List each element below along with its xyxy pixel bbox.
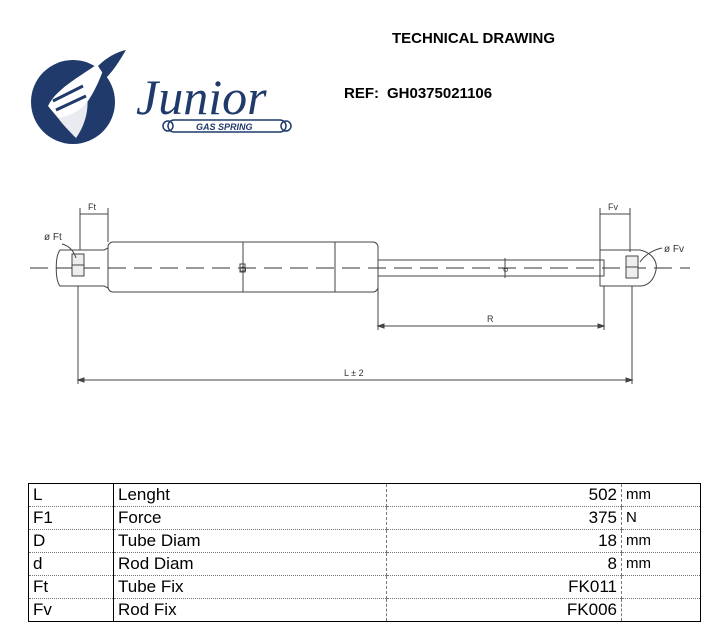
spec-unit: mm [621,529,701,553]
spec-value: 8 [386,552,622,576]
spec-label: Force [113,506,387,530]
phi-ft-label: ø Ft [44,232,62,243]
tagline-bar: GAS SPRING [162,119,292,133]
spec-value: 375 [386,506,622,530]
brand-name: Junior [136,69,267,125]
length-label: L ± 2 [344,368,364,378]
table-row: d Rod Diam 8 mm [28,552,701,576]
spec-unit: mm [621,552,701,576]
spec-value: FK006 [386,598,622,622]
table-row: D Tube Diam 18 mm [28,529,701,553]
rod-length-dimension [376,276,606,330]
spec-value: FK011 [386,575,622,599]
spec-unit: mm [621,483,701,507]
table-row: Fv Rod Fix FK006 [28,598,701,622]
ref-code: GH0375021106 [387,85,493,102]
spec-label: Tube Fix [113,575,387,599]
spec-code: d [28,552,114,576]
spec-code: D [28,529,114,553]
spec-label: Rod Diam [113,552,387,576]
rod-length-label: R [487,314,494,324]
spec-label: Lenght [113,483,387,507]
junior-gas-spring-logo: Junior GAS SPRING [31,50,292,144]
spec-value: 18 [386,529,622,553]
rod-diam-label: d [501,268,510,272]
page-title: TECHNICAL DRAWING [392,30,556,47]
reference: REF: GH0375021106 [344,85,492,102]
table-row: F1 Force 375 N [28,506,701,530]
table-row: Ft Tube Fix FK011 [28,575,701,599]
spec-unit [621,575,701,599]
specs-table: L Lenght 502 mm F1 Force 375 N D Tube Di… [28,483,701,622]
spec-label: Tube Diam [113,529,387,553]
rod [377,258,605,278]
ref-label: REF: [344,85,379,102]
spec-unit: N [621,506,701,530]
brand-tagline: GAS SPRING [196,122,253,132]
spec-code: L [28,483,114,507]
fv-label: Fv [608,202,618,212]
phi-fv-label: ø Fv [664,244,684,255]
spec-code: F1 [28,506,114,530]
spec-code: Ft [28,575,114,599]
gas-spring-drawing: Ft Fv ø Ft ø Fv D d R L ± 2 [30,202,690,384]
spec-unit [621,598,701,622]
spec-code: Fv [28,598,114,622]
length-dimension [76,286,634,384]
phi-ft-leader [61,243,77,259]
phi-fv-leader [639,247,663,263]
spec-value: 502 [386,483,622,507]
fv-dimension [599,208,631,252]
ft-dimension [79,208,109,250]
rod-fix-fitting [599,249,657,287]
eagle-wing-emblem-icon [31,50,126,144]
tube-diam-label: D [239,266,248,272]
ft-label: Ft [88,202,96,212]
spec-label: Rod Fix [113,598,387,622]
table-row: L Lenght 502 mm [28,483,701,507]
